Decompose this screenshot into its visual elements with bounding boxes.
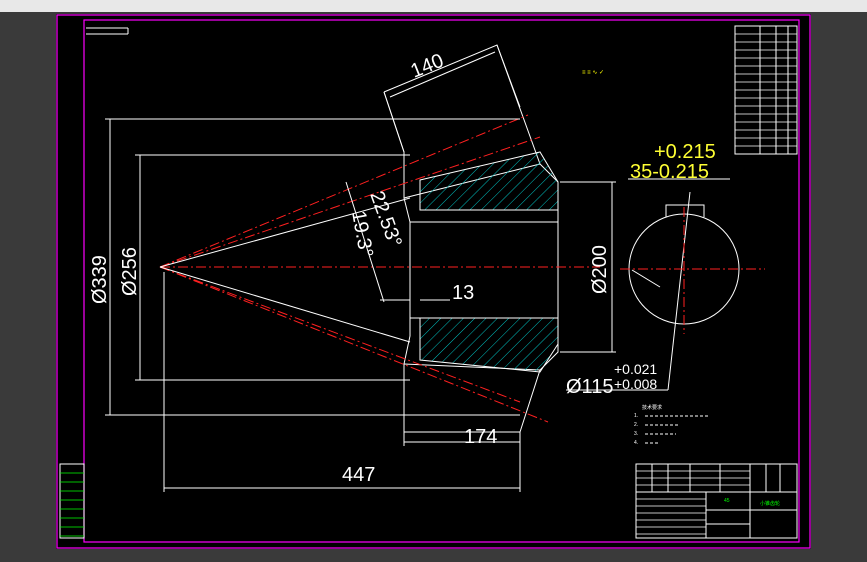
- cad-drawing: Ø339 Ø256 Ø200 140 13 174 447 22.53° 19.…: [56, 14, 811, 549]
- dim-len13: 13: [452, 282, 474, 304]
- parameter-table: [734, 25, 798, 155]
- notes-heading: 技术要求: [642, 404, 662, 411]
- dim-d115: Ø115: [566, 376, 613, 398]
- dim-d200: Ø200: [589, 245, 611, 294]
- drawing-sheet: [56, 14, 811, 549]
- tol-bore-upper: +0.021: [614, 361, 657, 377]
- title-material: 45: [724, 498, 730, 504]
- cad-canvas[interactable]: Ø339 Ø256 Ø200 140 13 174 447 22.53° 19.…: [0, 12, 867, 562]
- dim-d339: Ø339: [89, 255, 111, 304]
- centerlines: [159, 114, 600, 423]
- dimension-lines: [105, 51, 730, 492]
- inner-border: [83, 19, 800, 543]
- window-title-bar: [0, 0, 867, 12]
- revision-table: [59, 463, 85, 539]
- svg-text:≡ ≡ ∿ ✓: ≡ ≡ ∿ ✓: [582, 70, 604, 76]
- notes-item-1: 1.: [634, 413, 638, 419]
- tol-keyway-main: 35-0.215: [630, 161, 709, 183]
- notes-item-3: 3.: [634, 431, 638, 437]
- end-view: [620, 204, 765, 334]
- tol-bore-lower: +0.008: [614, 376, 657, 392]
- dim-len447: 447: [342, 464, 375, 486]
- dim-d256: Ø256: [119, 247, 141, 296]
- outer-border: [56, 14, 811, 549]
- section-hatch-lower: [419, 317, 559, 373]
- title-part-name: 小锥齿轮: [760, 500, 780, 507]
- notes-item-2: 2.: [634, 422, 638, 428]
- title-block: [635, 463, 798, 539]
- technical-notes: 技术要求 1. 2. 3. 4.: [634, 404, 710, 446]
- notes-item-4: 4.: [634, 440, 638, 446]
- section-hatch-upper: [419, 151, 559, 211]
- tol-keyway-upper: +0.215: [654, 141, 716, 163]
- dim-len174: 174: [464, 426, 497, 448]
